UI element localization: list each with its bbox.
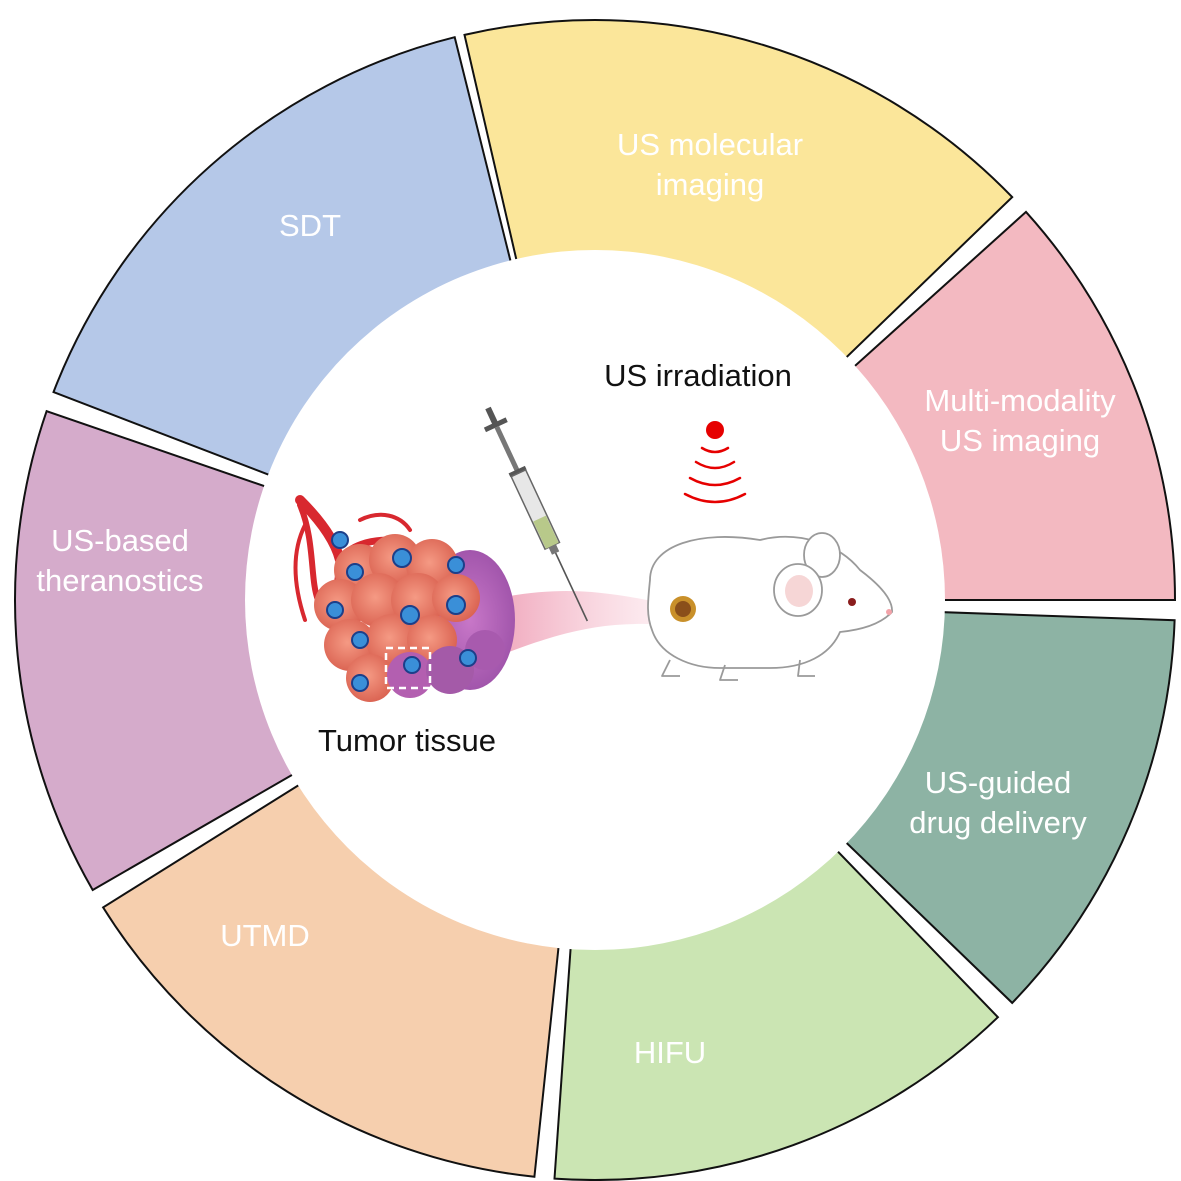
segment-label-line: US molecular	[617, 127, 803, 162]
mouse-icon	[647, 532, 893, 681]
segment-label-line: SDT	[279, 208, 341, 243]
tumor-tissue-label: Tumor tissue	[318, 723, 496, 758]
segment-label-hifu: HIFU	[634, 1035, 706, 1070]
segment-label-line: HIFU	[634, 1035, 706, 1070]
segment-label-line: imaging	[656, 167, 765, 202]
segment-label-us-molecular-imaging: US molecular imaging	[617, 127, 803, 202]
segment-label-multi-modality-us-imaging: Multi-modality US imaging	[924, 383, 1116, 458]
segment-label-line: theranostics	[36, 563, 203, 598]
nanoparticles	[326, 531, 477, 692]
segment-label-line: Multi-modality	[924, 383, 1116, 418]
center-illustration: US irradiation Tumor tissue	[293, 358, 893, 758]
segment-label-line: drug delivery	[909, 805, 1087, 840]
segment-label-us-based-theranostics: US-based theranostics	[36, 523, 203, 598]
highlight-box	[384, 646, 432, 690]
segment-label-line: US-guided	[925, 765, 1071, 800]
magnification-beam	[488, 590, 672, 660]
us-irradiation-label: US irradiation	[604, 358, 792, 393]
segment-label-line: UTMD	[220, 918, 310, 953]
segment-label-line: US imaging	[940, 423, 1100, 458]
segment-label-us-guided-drug-delivery: US-guided drug delivery	[909, 765, 1087, 840]
syringe-icon	[483, 406, 589, 622]
segment-label-sdt: SDT	[279, 208, 341, 243]
segment-label-line: US-based	[51, 523, 189, 558]
segment-label-utmd: UTMD	[220, 918, 310, 953]
ultrasound-waves-icon	[683, 421, 747, 504]
